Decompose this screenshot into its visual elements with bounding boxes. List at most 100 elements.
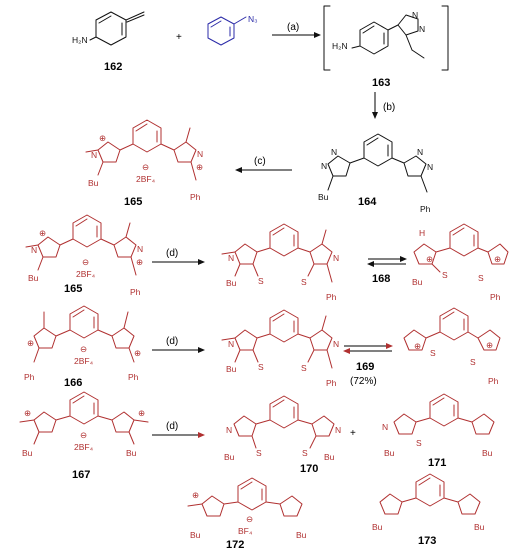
svg-text:⊕: ⊕ (134, 348, 141, 358)
svg-text:Bu: Bu (384, 448, 395, 458)
svg-text:N: N (226, 425, 232, 435)
svg-text:Bu: Bu (474, 522, 485, 532)
svg-text:Bu: Bu (372, 522, 383, 532)
yield-169: (72%) (350, 376, 377, 387)
compound-label-173: 173 (418, 535, 436, 547)
svg-text:N: N (382, 422, 388, 432)
svg-text:Bu: Bu (412, 277, 423, 287)
compound-166-structure: ⊕ Ph ⊕ Ph (24, 305, 141, 382)
svg-text:⊕: ⊕ (486, 340, 493, 350)
compound-165-copy (25, 214, 144, 298)
svg-text:2BF₄: 2BF₄ (74, 442, 94, 452)
svg-text:Ph: Ph (420, 204, 431, 214)
plus-sign: + (176, 32, 182, 43)
svg-text:Bu: Bu (88, 178, 99, 188)
benzyl-azide-structure: N₃ (207, 14, 258, 46)
compound-label-166: 166 (64, 377, 82, 389)
svg-text:N: N (331, 147, 337, 157)
compound-168-structure: H ⊕ S Bu ⊕ S Ph (412, 223, 509, 302)
counterion-single-label: BF₄ (238, 526, 253, 536)
svg-text:⊕: ⊕ (138, 408, 145, 418)
compound-label-162: 162 (104, 61, 122, 73)
svg-text:H₂N: H₂N (332, 41, 348, 51)
compound-169-structure: ⊕ S ⊕ S Ph (403, 307, 501, 386)
compound-170-structure: N S Bu N S Bu (224, 395, 341, 462)
svg-text:Bu: Bu (324, 452, 335, 462)
svg-text:⊕: ⊕ (494, 254, 501, 264)
svg-text:2BF₄: 2BF₄ (76, 269, 96, 279)
svg-text:⊕: ⊕ (414, 341, 421, 351)
compound-label-164: 164 (358, 196, 377, 208)
svg-text:S: S (302, 448, 308, 458)
svg-text:Ph: Ph (490, 292, 501, 302)
svg-text:Bu: Bu (318, 192, 329, 202)
compound-label-169: 169 (356, 361, 374, 373)
compound-162-structure: H₂N (72, 11, 145, 46)
compound-label-170: 170 (300, 463, 318, 475)
svg-text:N: N (419, 24, 425, 34)
compound-label-168: 168 (372, 273, 390, 285)
svg-text:Bu: Bu (22, 448, 33, 458)
svg-text:S: S (301, 277, 307, 287)
compound-171-structure: N S Bu Bu (382, 393, 495, 458)
svg-text:⊖: ⊖ (246, 514, 253, 524)
svg-text:S: S (478, 273, 484, 283)
svg-text:Ph: Ph (190, 192, 201, 202)
svg-text:Bu: Bu (226, 278, 237, 288)
svg-text:Bu: Bu (190, 530, 201, 540)
svg-text:Ph: Ph (326, 292, 337, 302)
svg-text:H: H (419, 228, 425, 238)
svg-text:⊕: ⊕ (426, 254, 433, 264)
plus-sign-second: + (350, 428, 356, 439)
svg-text:N: N (333, 253, 339, 263)
svg-text:N: N (197, 149, 203, 159)
compound-label-165-second: 165 (64, 283, 82, 295)
compound-167-structure: ⊕ Bu ⊕ Bu (19, 391, 149, 458)
compound-166-product (221, 309, 340, 389)
svg-text:N: N (228, 253, 234, 263)
condition-d-third: (d) (166, 421, 178, 432)
svg-text:⊕: ⊕ (99, 133, 106, 143)
svg-text:S: S (256, 448, 262, 458)
svg-text:⊕: ⊕ (196, 162, 203, 172)
svg-text:S: S (258, 276, 264, 286)
azide-label: N₃ (248, 14, 258, 24)
svg-text:S: S (442, 270, 448, 280)
svg-text:⊖: ⊖ (82, 257, 89, 267)
condition-d-first: (d) (166, 248, 178, 259)
condition-a: (a) (287, 22, 299, 33)
svg-text:2BF₄: 2BF₄ (74, 356, 94, 366)
svg-text:S: S (416, 438, 422, 448)
compound-172-structure: ⊕ Bu Bu (187, 477, 307, 540)
amine-label: H₂N (72, 35, 88, 45)
svg-text:Ph: Ph (128, 372, 139, 382)
condition-d-second: (d) (166, 336, 178, 347)
svg-text:N: N (412, 10, 418, 20)
svg-text:Bu: Bu (126, 448, 137, 458)
svg-text:⊖: ⊖ (142, 162, 149, 172)
svg-text:S: S (470, 357, 476, 367)
compound-label-165: 165 (124, 196, 142, 208)
compound-164-structure: N N Bu N N Ph (318, 133, 433, 214)
compound-163-structure: H₂N N N (332, 10, 425, 59)
compound-label-167: 167 (72, 469, 90, 481)
svg-text:N: N (321, 161, 327, 171)
svg-text:Ph: Ph (24, 372, 35, 382)
compound-label-172: 172 (226, 539, 244, 550)
compound-label-163: 163 (372, 77, 390, 89)
svg-text:⊕: ⊕ (27, 338, 34, 348)
svg-text:⊕: ⊕ (192, 490, 199, 500)
compound-label-171: 171 (428, 457, 446, 469)
svg-text:⊖: ⊖ (80, 344, 87, 354)
svg-text:N: N (91, 150, 97, 160)
svg-text:Bu: Bu (224, 452, 235, 462)
svg-text:S: S (430, 348, 436, 358)
compound-173-structure: Bu Bu (372, 473, 485, 532)
svg-text:Ph: Ph (488, 376, 499, 386)
svg-text:⊕: ⊕ (24, 408, 31, 418)
svg-text:N: N (417, 147, 423, 157)
svg-text:N: N (427, 162, 433, 172)
condition-c: (c) (254, 156, 266, 167)
compound-165-structure: ⊕ N Bu N ⊕ Ph (85, 119, 203, 202)
